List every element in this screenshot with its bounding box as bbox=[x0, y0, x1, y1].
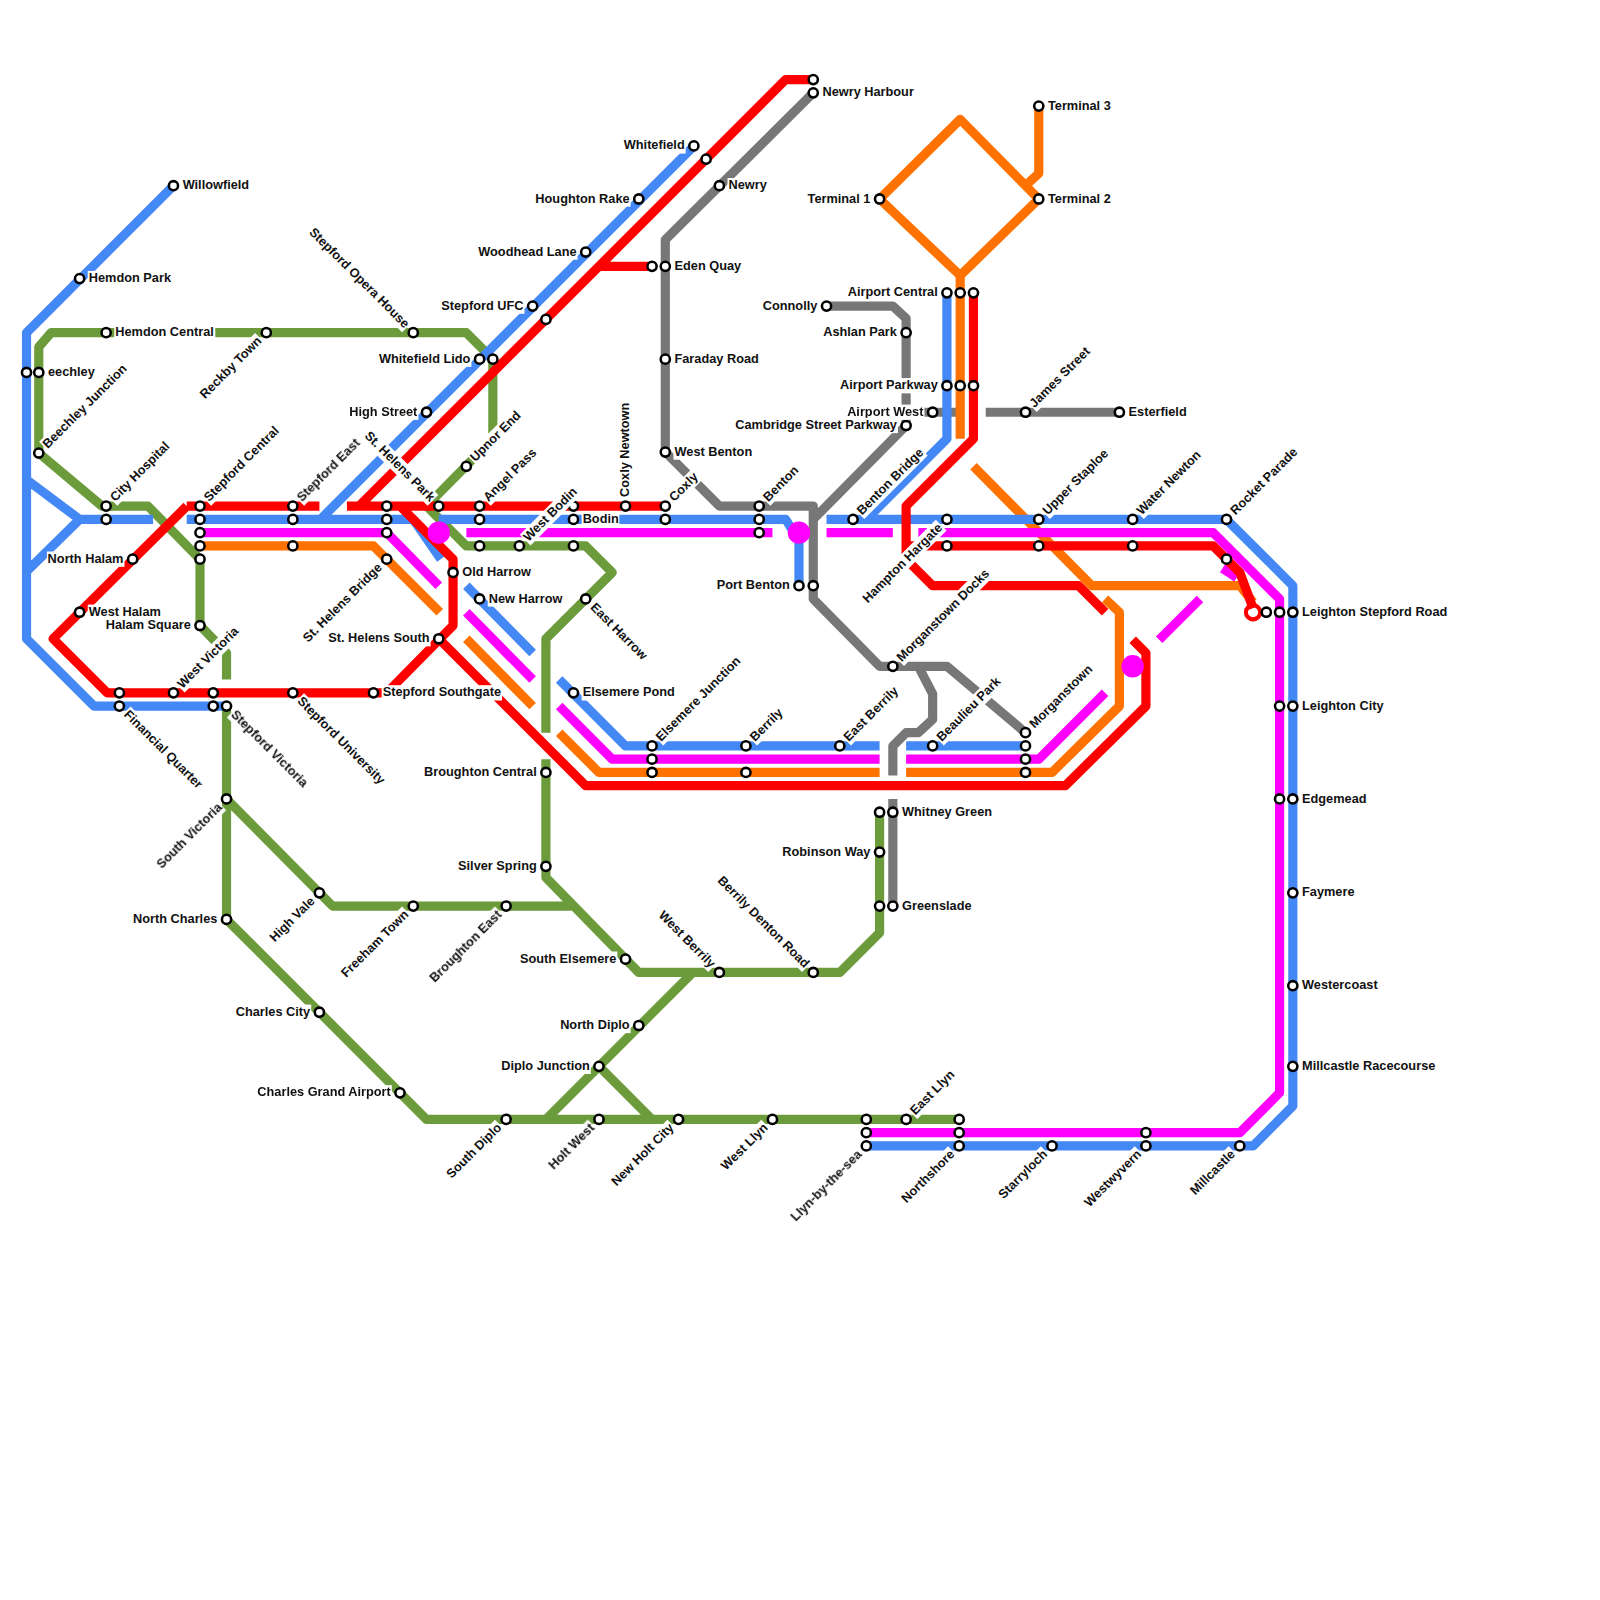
station-label: Terminal 2 bbox=[1047, 191, 1112, 206]
station-label: Faymere bbox=[1301, 885, 1356, 900]
station-label: Edgemead bbox=[1301, 791, 1368, 806]
station-markers bbox=[22, 75, 1298, 1151]
station-label: Water Newton bbox=[1133, 447, 1205, 519]
station-label: Northshore bbox=[898, 1146, 959, 1207]
station-label: City Hospital bbox=[106, 438, 173, 505]
orange-line bbox=[200, 106, 1253, 772]
station-label: Stepford University bbox=[293, 693, 388, 788]
station-label: Terminal 1 bbox=[807, 191, 872, 206]
station-label: High Vale bbox=[266, 893, 319, 946]
station-label: Financial Quarter bbox=[120, 706, 206, 792]
station-label: Port Benton bbox=[716, 578, 791, 593]
station-label: East Llyn bbox=[906, 1067, 958, 1119]
red-line bbox=[53, 80, 1253, 786]
station-label: Starryloch bbox=[995, 1146, 1052, 1203]
station-label: Esterfield bbox=[1128, 405, 1188, 420]
station-label: Robinson Way bbox=[781, 844, 871, 859]
station-label: Coxly Newtown bbox=[618, 402, 633, 498]
station-label: North Diplo bbox=[559, 1018, 630, 1033]
station-label: eechley bbox=[47, 365, 96, 380]
station-label: Berrily Denton Road bbox=[713, 873, 812, 972]
station-label: West Llyn bbox=[717, 1120, 772, 1175]
route-lines bbox=[27, 80, 1293, 1146]
station-label: Rocket Parade bbox=[1227, 444, 1302, 519]
station-label: Berrily bbox=[746, 705, 787, 746]
station-label: Diplo Junction bbox=[500, 1059, 591, 1074]
station-label: South Victoria bbox=[153, 799, 226, 872]
station-label: South Diplo bbox=[443, 1120, 506, 1183]
station-label: East Berrily bbox=[840, 683, 902, 745]
station-label: Whitefield Lido bbox=[378, 352, 471, 367]
station-label: Westwyvern bbox=[1081, 1146, 1146, 1211]
station-label: Halam Square bbox=[105, 618, 192, 633]
station-label: Leighton Stepford Road bbox=[1301, 605, 1448, 620]
station-label: Stepford East bbox=[293, 435, 364, 506]
station-label: Broughton Central bbox=[423, 765, 538, 780]
station-label: Hemdon Park bbox=[88, 271, 172, 286]
green-line bbox=[39, 333, 959, 1120]
station-label: Whitefield bbox=[623, 138, 686, 153]
station-label: Llyn-by-the-sea bbox=[787, 1146, 866, 1225]
station-label: Stepford Central bbox=[200, 423, 283, 506]
station-label: Charles Grand Airport bbox=[256, 1085, 392, 1100]
station-label: Millcastle bbox=[1187, 1146, 1240, 1199]
station-label: West Benton bbox=[673, 444, 753, 459]
station-label: West Berrily bbox=[654, 907, 719, 972]
station-label: Whitney Green bbox=[901, 805, 993, 820]
station-label: Charles City bbox=[235, 1005, 311, 1020]
station-label: Airport Central bbox=[847, 285, 939, 300]
interchange-dot bbox=[1121, 655, 1143, 677]
station-label: Eden Quay bbox=[673, 259, 742, 274]
station-label: Benton bbox=[760, 462, 803, 505]
station-label: Stepford Victoria bbox=[227, 706, 312, 791]
station-label: Old Harrow bbox=[461, 565, 532, 580]
station-label: Stepford Opera House bbox=[305, 224, 413, 332]
station-label: Freeham Town bbox=[338, 906, 413, 981]
station-label: Broughton East bbox=[426, 906, 506, 986]
station-label: Houghton Rake bbox=[534, 191, 630, 206]
station-label: Holt West bbox=[545, 1120, 599, 1174]
station-label: New Holt City bbox=[608, 1120, 678, 1190]
station-label: Greenslade bbox=[901, 898, 973, 913]
station-label: Willowfield bbox=[182, 178, 251, 193]
station-label: Leighton City bbox=[1301, 698, 1385, 713]
station-label: Hemdon Central bbox=[114, 325, 215, 340]
station-label: Reckby Town bbox=[196, 333, 266, 403]
station-label: New Harrow bbox=[488, 591, 564, 606]
station-label: Cambridge Street Parkway bbox=[734, 418, 898, 433]
station-label: Benton Bridge bbox=[853, 445, 927, 519]
station-label: High Street bbox=[348, 405, 418, 420]
station-label: Newry bbox=[728, 178, 768, 193]
station-label: North Halam bbox=[47, 552, 125, 567]
interchange-dot bbox=[428, 521, 450, 543]
station-label: Morganstown Docks bbox=[893, 565, 993, 665]
station-label: North Charles bbox=[132, 912, 218, 927]
station-label: Terminal 3 bbox=[1047, 98, 1112, 113]
station-label: Millcastle Racecourse bbox=[1301, 1059, 1436, 1074]
station-label: Connolly bbox=[762, 298, 819, 313]
station-label: James Street bbox=[1026, 343, 1094, 411]
station-label: Stepford Southgate bbox=[382, 685, 502, 700]
station-label: East Harrow bbox=[586, 599, 651, 664]
station-label: Newry Harbour bbox=[821, 85, 914, 100]
station-label: Westercoast bbox=[1301, 978, 1379, 993]
station-label: Faraday Road bbox=[673, 352, 759, 367]
station-label: Ashlan Park bbox=[822, 325, 898, 340]
station-label: Stepford UFC bbox=[440, 298, 524, 313]
station-label: St. Helens South bbox=[327, 631, 430, 646]
station-label: Airport Parkway bbox=[839, 378, 939, 393]
station-label: Woodhead Lane bbox=[477, 244, 577, 259]
station-label: Elsemere Pond bbox=[582, 685, 676, 700]
station-label: Silver Spring bbox=[457, 859, 538, 874]
station-label: South Elsemere bbox=[519, 952, 617, 967]
station-label: Upper Staploe bbox=[1039, 446, 1112, 519]
interchange-dot bbox=[788, 521, 810, 543]
red-loop bbox=[1246, 605, 1260, 619]
station-label: Bodin bbox=[582, 512, 620, 527]
blue-line bbox=[27, 146, 1293, 1146]
magenta-line bbox=[200, 533, 1280, 1133]
station-label: Morganstown bbox=[1026, 661, 1097, 732]
